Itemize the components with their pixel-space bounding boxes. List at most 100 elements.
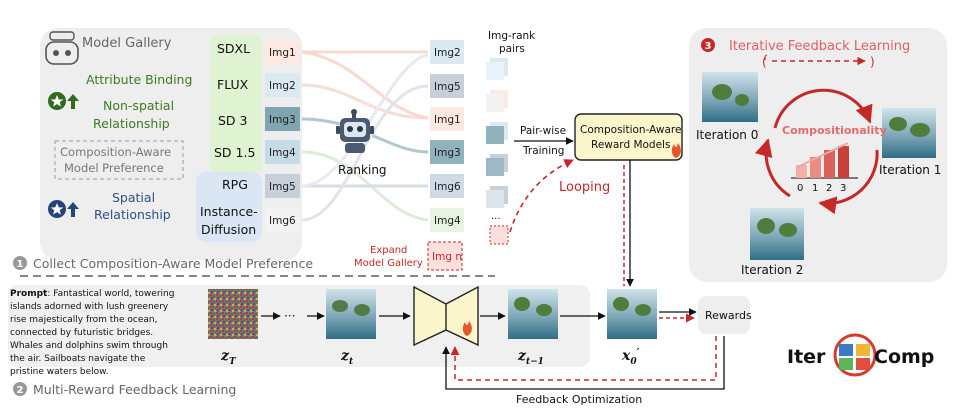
compositionality-label: Compositionality — [782, 124, 887, 137]
expand-label-1: Expand — [370, 245, 407, 256]
ranking-robot-icon — [336, 109, 374, 153]
iterative-title: Iterative Feedback Learning — [729, 39, 910, 54]
z-t-minus-1-image — [508, 289, 558, 339]
paren-left — [764, 54, 768, 61]
iteration-0-label: Iteration 0 — [696, 128, 758, 142]
star-up-icon — [48, 92, 79, 110]
reward-models-label-1: Composition-Aware — [580, 124, 681, 136]
img-label: Img1 — [269, 47, 296, 59]
img-rank-pairs — [486, 58, 509, 245]
model-sdxl: SDXL — [217, 41, 250, 56]
fire-icon — [671, 143, 681, 158]
looping-label: Looping — [559, 180, 610, 195]
spatial-relationship-label: Relationship — [94, 207, 171, 222]
img-label: Img1 — [434, 114, 461, 126]
img-label: Img5 — [269, 181, 296, 193]
z-t1-main: z — [517, 348, 527, 364]
noise-image — [208, 289, 258, 339]
feedback-dashed-arrow — [450, 336, 717, 381]
img-label: Img3 — [269, 114, 296, 126]
img-box — [430, 208, 464, 232]
x0-main: x — [621, 348, 631, 364]
prompt-line: islands adorned with lush greenery — [10, 302, 169, 312]
panel-multi-reward: Prompt: Fantastical world, towering isla… — [8, 160, 752, 406]
x0-image — [607, 289, 657, 339]
img-new-box — [427, 241, 463, 271]
img-label: Img5 — [434, 81, 461, 93]
tick-0: 0 — [797, 183, 803, 194]
trend-line — [795, 142, 849, 169]
prompt-line: rise majestically from the ocean, — [10, 315, 158, 325]
img-box — [265, 208, 300, 232]
pairs-ellipsis: ... — [491, 211, 501, 222]
bar — [796, 165, 807, 178]
unet-block — [413, 285, 479, 347]
logo-puzzle — [839, 358, 853, 370]
itercomp-logo: Iter Comp — [787, 333, 934, 377]
prompt-bold: Prompt — [10, 289, 48, 299]
steps-dots: ··· — [284, 309, 295, 323]
prompt-line: connected by futuristic bridges. — [10, 328, 153, 338]
tick-2: 2 — [826, 183, 832, 194]
img-new-label: Img n — [432, 251, 462, 263]
bar — [838, 146, 849, 178]
cycle-arrow-left — [754, 138, 791, 198]
step-3-badge — [701, 38, 715, 52]
step-2-label: Multi-Reward Feedback Learning — [33, 382, 236, 397]
img-box — [430, 40, 464, 64]
z-t1-sub: t−1 — [526, 357, 544, 367]
bar — [824, 150, 835, 178]
prompt-line: : Fantastical world, towering — [47, 289, 174, 299]
feedback-arrow — [442, 336, 725, 390]
model-rpg: RPG — [222, 177, 248, 192]
iteration-1-label: Iteration 1 — [879, 163, 941, 177]
right-image-list: Img2 Img5 Img1 Img3 Img6 Img4 Img n — [427, 40, 464, 271]
z-t-label: zt — [340, 348, 354, 367]
non-spatial-relationship-label: Relationship — [93, 116, 170, 131]
logo-text-comp: Comp — [874, 346, 934, 368]
nonspatial-models-block — [210, 35, 262, 172]
img-box — [265, 40, 300, 64]
img-box — [265, 107, 300, 131]
model-instance-1: Instance- — [200, 204, 258, 219]
prompt-line: Whales and dolphins swim through — [10, 341, 168, 351]
ranking-label: Ranking — [338, 163, 387, 177]
model-gallery-robot-icon — [45, 31, 79, 65]
z-T-main: z — [220, 348, 230, 364]
img-box — [265, 73, 300, 97]
compositionality-bar-chart: 0 1 2 3 — [791, 142, 858, 194]
left-image-list: Img1 Img2 Img3 Img4 Img5 Img6 — [265, 40, 300, 232]
logo-text-iter: Iter — [787, 346, 826, 368]
model-sd3: SD 3 — [218, 113, 248, 128]
img-label: Img2 — [434, 47, 461, 59]
pairs-title-2: pairs — [499, 43, 525, 55]
x0-sub: 0 — [630, 357, 637, 367]
prompt-line: pristine waters below. — [10, 367, 109, 377]
img-box — [265, 174, 300, 198]
feedback-label: Feedback Optimization — [516, 393, 642, 406]
preference-label-1: Composition-Aware — [60, 145, 171, 159]
z-t-main: z — [340, 348, 350, 364]
img-box — [430, 107, 464, 131]
reward-models-label-2: Reward Models — [591, 139, 670, 151]
iteration-1-image — [882, 108, 936, 158]
star-up-icon — [48, 200, 79, 218]
panel-model-preference: Model Gallery Attribute Binding Non-spat… — [13, 28, 683, 277]
z-t-sub: t — [349, 357, 354, 367]
logo-puzzle — [839, 344, 853, 356]
img-label: Img6 — [269, 215, 296, 227]
preference-label-2: Model Preference — [64, 161, 164, 175]
paren-open-icon: ( — [762, 55, 767, 69]
tick-3: 3 — [840, 183, 846, 194]
step-1-number: 1 — [17, 259, 24, 270]
spatial-models-block — [196, 172, 262, 242]
gallery-background — [40, 28, 302, 260]
logo-ring — [833, 333, 877, 377]
fire-icon — [462, 321, 472, 336]
logo-puzzle — [856, 344, 870, 356]
model-instance-2: Diffusion — [201, 222, 256, 237]
img-label: Img2 — [269, 80, 296, 92]
step-2-number: 2 — [17, 385, 24, 396]
reward-models-box — [574, 113, 683, 161]
iteration-2-image — [750, 208, 804, 260]
